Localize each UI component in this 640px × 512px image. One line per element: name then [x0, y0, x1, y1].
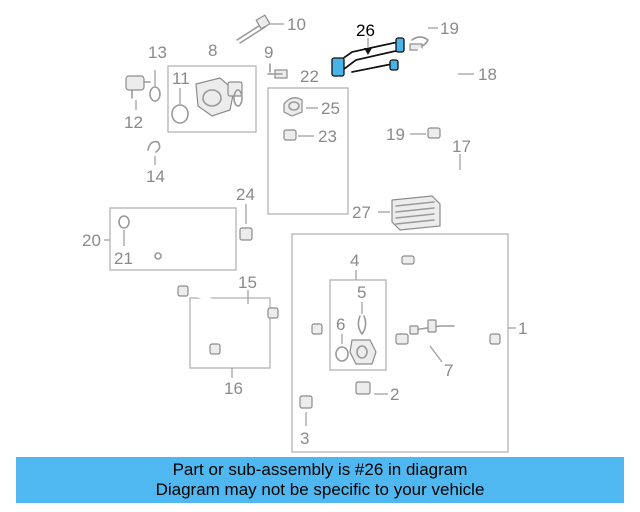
group-box-1 [291, 233, 509, 453]
part-22-hose [275, 147, 303, 209]
part-25-elbow [283, 97, 303, 117]
part-17-pipe [430, 148, 492, 214]
part-20-pipe [124, 226, 232, 260]
part-12-sensor [125, 75, 151, 99]
group-box-20 [109, 207, 237, 271]
part-18-hose [411, 47, 460, 113]
callout-22: 22 [300, 67, 319, 86]
info-banner: Part or sub-assembly is #26 in diagram D… [16, 457, 624, 503]
callout-18: 18 [478, 65, 497, 84]
callout-23: 23 [318, 127, 337, 146]
callout-11: 11 [172, 69, 190, 88]
part-24-clip [239, 227, 253, 241]
callout-5: 5 [357, 283, 366, 302]
part-5-clip [357, 315, 367, 335]
callout-4: 4 [350, 251, 359, 270]
part-11-gasket [171, 104, 189, 124]
part-26-coolant-pipe[interactable] [331, 37, 405, 77]
callout-8: 8 [208, 41, 217, 60]
part-23-clamp [283, 129, 297, 141]
callout-17: 17 [452, 137, 471, 156]
callout-15: 15 [238, 273, 257, 292]
part-21-oring [118, 215, 130, 229]
group-box-22 [267, 87, 349, 215]
callout-21: 21 [114, 249, 133, 268]
callout-25: 25 [321, 99, 340, 118]
banner-line-1: Part or sub-assembly is #26 in diagram [172, 460, 468, 479]
callout-14: 14 [146, 167, 165, 186]
part-14-clip [147, 140, 161, 153]
part-8-thermostat-housing [195, 77, 243, 117]
callout-12: 12 [124, 113, 143, 132]
part-19-clamp-top [409, 36, 429, 51]
callout-13: 13 [148, 43, 167, 62]
part-9-bolt [267, 63, 288, 79]
callout-24: 24 [236, 185, 255, 204]
callout-9: 9 [264, 43, 273, 62]
part-13-oring [149, 86, 161, 102]
group-box-4 [329, 279, 387, 371]
callout-3: 3 [300, 429, 309, 448]
part-27-oil-cooler [391, 195, 441, 231]
part-1-hose-assembly [299, 255, 501, 422]
callout-6: 6 [336, 315, 345, 334]
callout-19-top: 19 [440, 19, 459, 38]
callout-2: 2 [390, 385, 399, 404]
part-16-hose [177, 285, 279, 355]
callout-19-lower: 19 [386, 125, 405, 144]
callout-26: 26 [356, 21, 375, 40]
callout-16: 16 [224, 379, 243, 398]
group-box-8 [167, 65, 257, 133]
callout-20: 20 [82, 231, 101, 250]
banner-line-2: Diagram may not be specific to your vehi… [155, 480, 485, 499]
part-10-bolt [236, 14, 271, 44]
callout-1: 1 [518, 319, 527, 338]
group-box-16 [189, 297, 271, 369]
part-6-oring [335, 346, 349, 362]
callout-7: 7 [444, 361, 453, 380]
callout-10: 10 [287, 15, 306, 34]
part-19-clamp-lower [427, 127, 441, 139]
part-4-fitting [349, 339, 377, 365]
callout-27: 27 [352, 203, 371, 222]
